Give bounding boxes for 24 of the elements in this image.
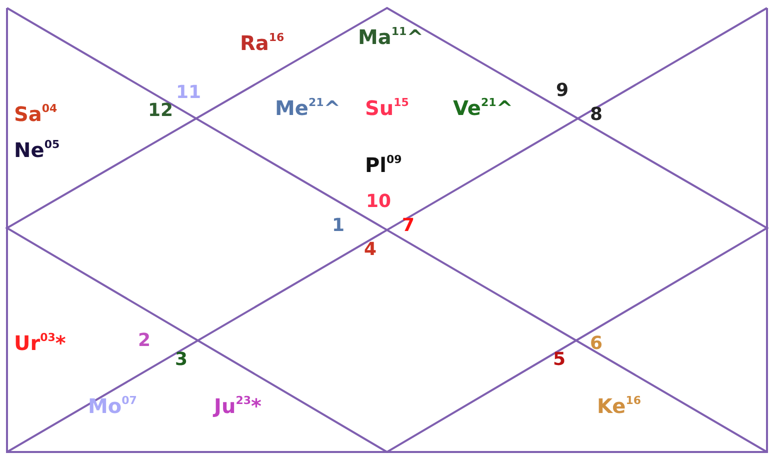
planet-label: Ur$^{03}$*	[14, 333, 66, 353]
planet-label: Sa$^{04}$	[14, 104, 58, 124]
house-number: 2	[138, 332, 151, 350]
house-number: 4	[364, 241, 377, 259]
planet-label: Ju$^{23}$*	[214, 396, 262, 416]
house-number: 7	[402, 217, 415, 235]
planet-label: Ma$^{11}$^	[358, 27, 424, 47]
planet-label: Ra$^{16}$	[240, 33, 284, 53]
house-number: 10	[366, 193, 392, 211]
house-number: 11	[176, 84, 202, 102]
planet-label: Ke$^{16}$	[597, 396, 642, 416]
house-number: 8	[590, 106, 603, 124]
planet-label: Ve$^{21}$^	[453, 98, 514, 118]
house-number: 5	[553, 351, 566, 369]
house-number: 9	[556, 82, 569, 100]
planet-label: Me$^{21}$^	[275, 98, 341, 118]
planet-label: Su$^{15}$	[365, 98, 409, 118]
house-number: 12	[148, 102, 174, 120]
house-number: 3	[175, 351, 188, 369]
house-number: 6	[590, 335, 603, 353]
house-number: 1	[332, 217, 345, 235]
planet-label: Ne$^{05}$	[14, 140, 60, 160]
planet-label: Mo$^{07}$	[88, 396, 137, 416]
planet-label: Pl$^{09}$	[365, 155, 402, 175]
